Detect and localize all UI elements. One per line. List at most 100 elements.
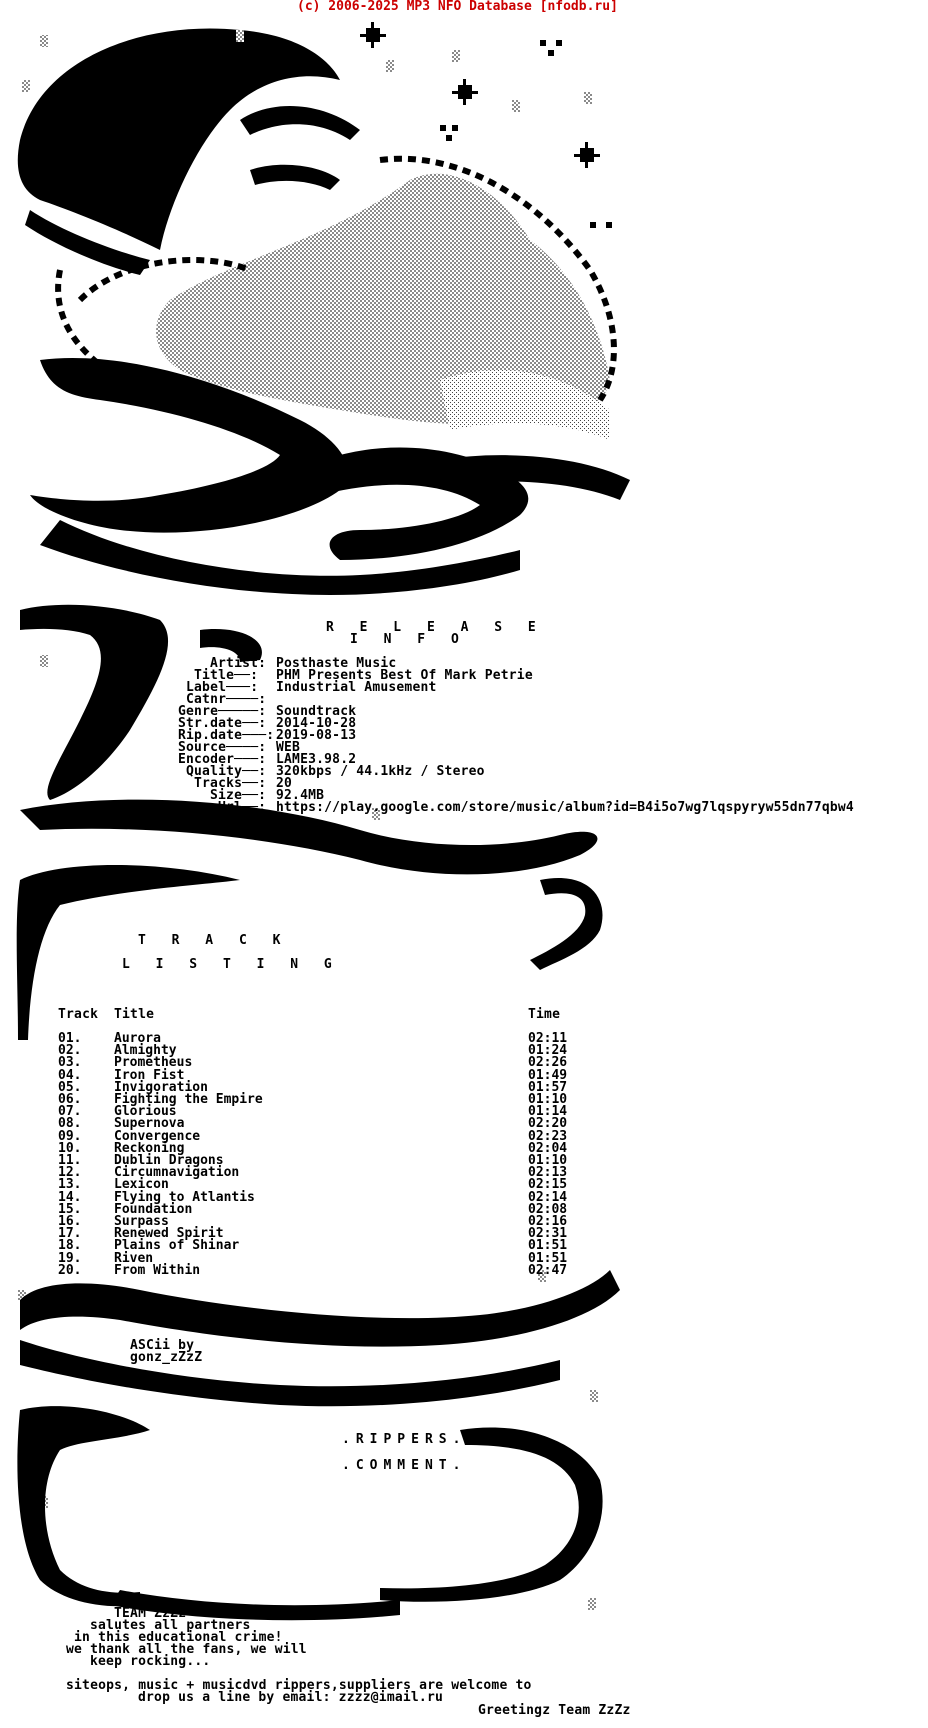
track-time: 01:10	[528, 1153, 568, 1168]
track-number: 18.	[58, 1238, 82, 1253]
info-label-source: Source────:	[178, 740, 267, 755]
track-number: 10.	[58, 1141, 82, 1156]
footer-line3: Greetingz Team ZzZz	[478, 1703, 631, 1718]
info-value-size: 92.4MB	[276, 788, 325, 803]
info-label-encoder: Encoder───:	[178, 752, 267, 767]
info-label-ripdate: Rip.date───:	[178, 728, 275, 743]
team-message-line2: salutes all partners	[90, 1618, 251, 1633]
track-title: Renewed Spirit	[114, 1226, 224, 1241]
info-value-quality: 320kbps / 44.1kHz / Stereo	[276, 764, 485, 779]
track-time: 02:11	[528, 1031, 568, 1046]
track-number: 13.	[58, 1177, 82, 1192]
track-title: Lexicon	[114, 1177, 169, 1192]
track-number: 19.	[58, 1251, 82, 1266]
track-time: 02:20	[528, 1116, 568, 1131]
info-label-title: Title──:	[194, 668, 259, 683]
info-value-title: PHM Presents Best Of Mark Petrie	[276, 668, 533, 683]
track-title: Glorious	[114, 1104, 177, 1119]
track-time: 02:13	[528, 1165, 568, 1180]
track-title: Riven	[114, 1251, 154, 1266]
info-label-catnr: Catnr────:	[186, 692, 267, 707]
track-time: 01:14	[528, 1104, 568, 1119]
track-title: Fighting the Empire	[114, 1092, 263, 1107]
track-title: Convergence	[114, 1129, 201, 1144]
dither-cloud	[156, 173, 611, 425]
rippers-heading-line1: .RIPPERS.	[342, 1432, 467, 1447]
info-value-encoder: LAME3.98.2	[276, 752, 357, 767]
track-heading-line2: L I S T I N G	[122, 957, 341, 972]
track-title: From Within	[114, 1263, 201, 1278]
team-message-line3: in this educational crime!	[74, 1630, 283, 1645]
info-label-strdate: Str.date──:	[178, 716, 267, 731]
track-title: Flying to Atlantis	[114, 1190, 255, 1205]
track-number: 05.	[58, 1080, 82, 1095]
track-time: 01:57	[528, 1080, 568, 1095]
track-time: 02:14	[528, 1190, 568, 1205]
track-number: 03.	[58, 1055, 82, 1070]
track-number: 08.	[58, 1116, 82, 1131]
info-value-url[interactable]: https://play.google.com/store/music/albu…	[276, 800, 854, 815]
track-time: 02:04	[528, 1141, 568, 1156]
track-title: Circumnavigation	[114, 1165, 240, 1180]
track-time: 01:49	[528, 1068, 568, 1083]
release-heading-line1: R E L E A S E	[326, 620, 545, 635]
track-time: 02:08	[528, 1202, 568, 1217]
track-number: 06.	[58, 1092, 82, 1107]
info-value-strdate: 2014-10-28	[276, 716, 357, 731]
info-label-artist: Artist:	[210, 656, 267, 671]
team-message-line4: we thank all the fans, we will	[66, 1642, 307, 1657]
track-time: 01:24	[528, 1043, 568, 1058]
column-header-time: Time	[528, 1007, 561, 1022]
column-header-track: Track	[58, 1007, 99, 1022]
track-time: 01:10	[528, 1092, 568, 1107]
track-time: 01:51	[528, 1238, 568, 1253]
track-number: 09.	[58, 1129, 82, 1144]
column-header-title: Title	[114, 1007, 155, 1022]
track-number: 16.	[58, 1214, 82, 1229]
track-title: Reckoning	[114, 1141, 185, 1156]
info-label-size: Size──:	[210, 788, 267, 803]
track-time: 02:23	[528, 1129, 568, 1144]
info-value-ripdate: 2019-08-13	[276, 728, 357, 743]
track-time: 02:31	[528, 1226, 568, 1241]
info-label-genre: Genre─────:	[178, 704, 267, 719]
track-title: Prometheus	[114, 1055, 193, 1070]
info-label-url: Url──:	[218, 800, 267, 815]
ascii-credit-line2: gonz_zZzZ	[130, 1350, 203, 1365]
team-message-line5: keep rocking...	[90, 1654, 211, 1669]
logo-swoosh-1	[30, 358, 348, 533]
track-time: 01:51	[528, 1251, 568, 1266]
track-title: Foundation	[114, 1202, 193, 1217]
info-label-quality: Quality──:	[186, 764, 267, 779]
team-message-line1: TEAM ZzZz	[114, 1606, 187, 1621]
track-title: Plains of Shinar	[114, 1238, 240, 1253]
info-value-artist: Posthaste Music	[276, 656, 397, 671]
info-label-label: Label───:	[186, 680, 259, 695]
footer-line2: drop us a line by email: zzzz@imail.ru	[138, 1690, 444, 1705]
track-heading-line1: T R A C K	[138, 933, 290, 948]
track-title: Invigoration	[114, 1080, 208, 1095]
track-title: Supernova	[114, 1116, 185, 1131]
track-time: 02:47	[528, 1263, 568, 1278]
ascii-credit-line1: ASCii by	[130, 1338, 195, 1353]
copyright-header: (c) 2006-2025 MP3 NFO Database [nfodb.ru…	[297, 0, 618, 14]
track-title: Dublin Dragons	[114, 1153, 224, 1168]
track-time: 02:15	[528, 1177, 568, 1192]
track-time: 02:26	[528, 1055, 568, 1070]
footer-line1: siteops, music + musicdvd rippers,suppli…	[66, 1678, 532, 1693]
track-number: 11.	[58, 1153, 82, 1168]
track-title: Iron Fist	[114, 1068, 185, 1083]
rippers-heading-line2: .COMMENT.	[342, 1458, 467, 1473]
info-value-genre: Soundtrack	[276, 704, 357, 719]
info-label-tracks: Tracks──:	[194, 776, 267, 791]
track-number: 12.	[58, 1165, 82, 1180]
hair-shape	[17, 28, 341, 251]
track-number: 02.	[58, 1043, 82, 1058]
track-title: Surpass	[114, 1214, 169, 1229]
info-value-source: WEB	[276, 740, 301, 755]
track-time: 02:16	[528, 1214, 568, 1229]
track-title: Almighty	[114, 1043, 177, 1058]
info-value-label: Industrial Amusement	[276, 680, 437, 695]
